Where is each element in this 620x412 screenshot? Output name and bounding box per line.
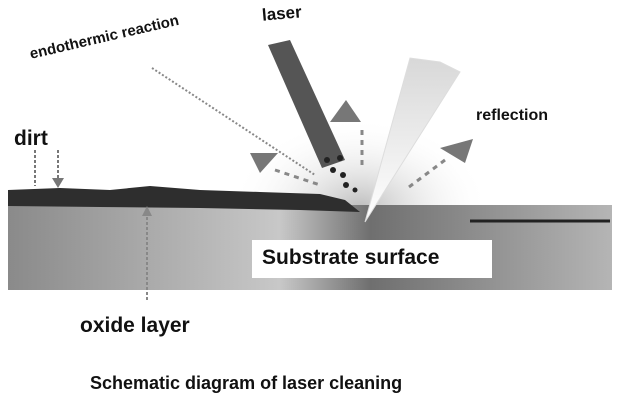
oxide-arrow — [142, 206, 152, 300]
oxide-layer-label: oxide layer — [80, 314, 190, 337]
laser-label: laser — [261, 2, 303, 25]
diagram-caption: Schematic diagram of laser cleaning — [90, 373, 403, 393]
particles — [324, 155, 358, 193]
substrate-surface-label: Substrate surface — [262, 246, 440, 269]
reflection-beam — [364, 57, 461, 223]
dirt-label: dirt — [14, 127, 48, 150]
endothermic-pointer — [151, 67, 316, 176]
ejection-arrows — [250, 100, 473, 192]
laser-beam — [268, 40, 345, 168]
dirt-layer — [8, 186, 360, 212]
substrate-label-box — [252, 240, 492, 278]
dirt-arrows — [34, 150, 64, 188]
reflection-label: reflection — [476, 107, 549, 124]
